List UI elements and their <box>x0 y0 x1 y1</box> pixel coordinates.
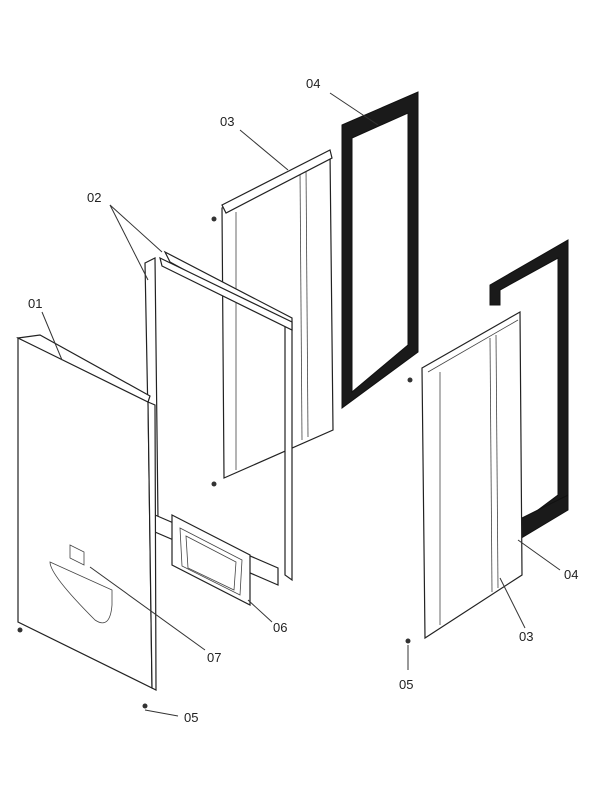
handle-insert <box>171 514 251 606</box>
part-label-04: 04 <box>564 567 578 582</box>
door-panel-lower <box>405 310 523 644</box>
part-label-05: 05 <box>184 710 198 725</box>
gasket-frame-upper <box>341 91 419 409</box>
screw-icon <box>17 627 23 633</box>
part-label-04: 04 <box>306 76 320 91</box>
part-label-02: 02 <box>87 190 101 205</box>
part-label-01: 01 <box>28 296 42 311</box>
screw-icon <box>142 703 148 709</box>
front-cover <box>15 334 157 709</box>
part-label-03: 03 <box>519 629 533 644</box>
screw-icon <box>211 481 217 487</box>
part-label-07: 07 <box>207 650 221 665</box>
screw-icon <box>407 377 413 383</box>
leader-lines <box>41 92 561 717</box>
part-label-06: 06 <box>273 620 287 635</box>
part-label-03: 03 <box>220 114 234 129</box>
part-label-05: 05 <box>399 677 413 692</box>
screw-icon <box>405 638 411 644</box>
screw-icon <box>211 216 217 222</box>
